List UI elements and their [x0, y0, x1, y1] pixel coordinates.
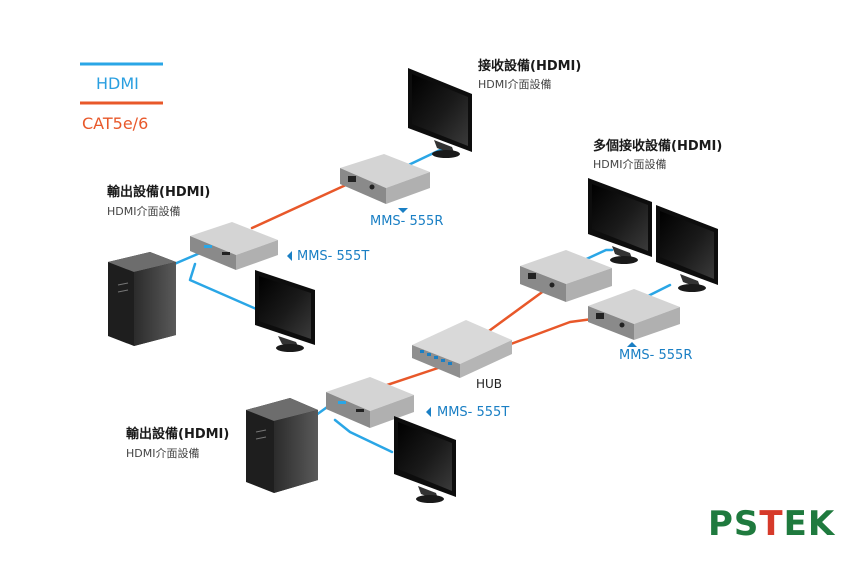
output-subtitle: HDMI介面設備 — [126, 447, 200, 460]
multi-receiver-subtitle: HDMI介面設備 — [593, 158, 667, 171]
cat-cable-upper — [250, 182, 350, 230]
receiver-box-icon — [340, 154, 430, 204]
monitor-icon — [408, 68, 472, 158]
pc-tower-icon — [246, 398, 318, 493]
hub-icon — [412, 320, 512, 378]
pointer-arrow-icon — [287, 251, 292, 261]
pstek-logo: P S T E K — [708, 507, 835, 541]
hub-label: HUB — [476, 377, 503, 391]
legend-cat-label: CAT5e/6 — [82, 114, 149, 133]
logo-letter: K — [807, 504, 836, 544]
receiver-box-icon — [520, 250, 612, 302]
transmitter-box-icon — [190, 222, 278, 270]
logo-letter: P — [708, 504, 734, 544]
output-title: 輸出設備(HDMI) — [126, 427, 230, 442]
logo-letter: E — [783, 504, 808, 544]
pointer-arrow-icon — [398, 208, 408, 213]
transmitter-model-label: MMS- 555T — [437, 405, 510, 420]
monitor-icon — [588, 178, 652, 264]
output-subtitle: HDMI介面設備 — [107, 205, 181, 218]
transmitter-box-icon — [326, 377, 414, 428]
pointer-arrow-icon — [426, 407, 431, 417]
receiver-subtitle: HDMI介面設備 — [478, 78, 552, 91]
receiver-title: 接收設備(HDMI) — [478, 59, 582, 74]
pc-tower-icon — [108, 252, 176, 346]
multi-receiver-title: 多個接收設備(HDMI) — [593, 139, 723, 154]
monitor-icon — [656, 205, 718, 292]
pointer-arrow-icon — [627, 342, 637, 347]
cables — [163, 148, 672, 454]
transmitter-model-label: MMS- 555T — [297, 249, 370, 264]
receiver-box-icon — [588, 289, 680, 340]
output-title: 輸出設備(HDMI) — [107, 185, 211, 200]
hdmi-cable-rx1-to-monitor — [578, 248, 614, 264]
monitor-icon — [255, 270, 315, 352]
cat-cable-hub-to-rx2 — [498, 316, 602, 350]
logo-letter: T — [759, 504, 784, 544]
hdmi-cable-tx-to-monitor-lower — [333, 418, 394, 454]
receiver-model-label: MMS- 555R — [619, 348, 693, 363]
receiver-model-label: MMS- 555R — [370, 214, 444, 229]
monitor-icon — [394, 416, 456, 503]
logo-letter: S — [733, 504, 760, 544]
legend-hdmi-label: HDMI — [96, 74, 139, 93]
